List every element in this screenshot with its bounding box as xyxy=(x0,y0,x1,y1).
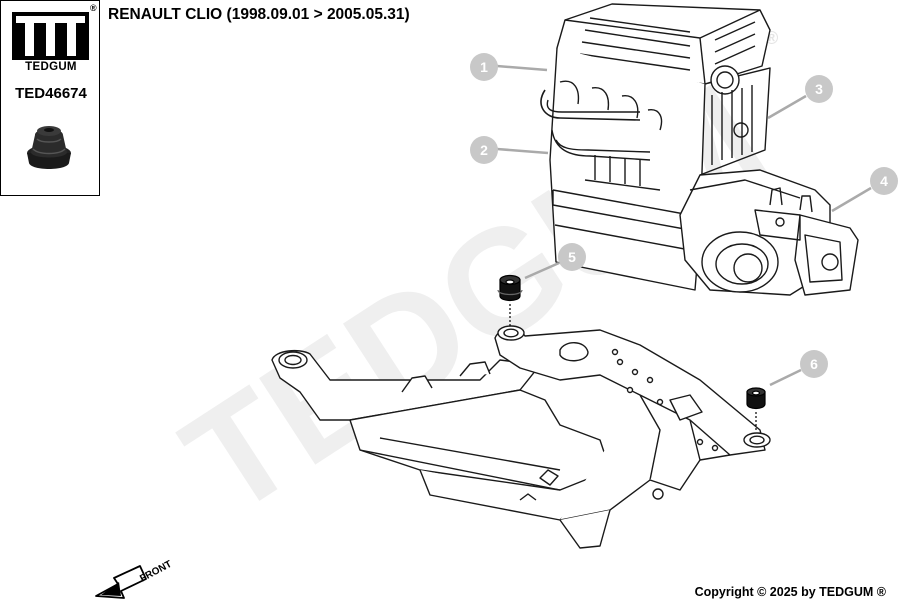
callout-2-number: 2 xyxy=(480,142,488,158)
bushing-5 xyxy=(497,274,523,326)
front-arrow: FRONT xyxy=(95,559,174,599)
callout-5: 5 xyxy=(524,243,586,280)
subframe-illustration xyxy=(271,325,771,549)
callout-2: 2 xyxy=(470,136,549,164)
callout-4-number: 4 xyxy=(880,173,888,189)
copyright-notice: Copyright © 2025 by TEDGUM ® xyxy=(694,585,886,599)
callout-1-number: 1 xyxy=(480,59,488,75)
callout-6-number: 6 xyxy=(810,356,818,372)
callout-3: 3 xyxy=(767,75,833,120)
callout-3-number: 3 xyxy=(815,81,823,97)
callout-4: 4 xyxy=(831,167,898,213)
callout-6: 6 xyxy=(769,350,828,387)
callout-1: 1 xyxy=(470,53,548,81)
tedgum-logo xyxy=(12,12,89,60)
brand-name: TEDGUM xyxy=(25,61,77,73)
part-number: TED46674 xyxy=(15,85,87,102)
engine-illustration xyxy=(540,3,859,296)
bushing-6 xyxy=(746,387,766,432)
brand-registered-mark: ® xyxy=(90,3,97,13)
callout-5-number: 5 xyxy=(568,249,576,265)
vehicle-title: RENAULT CLIO (1998.09.01 > 2005.05.31) xyxy=(108,6,410,23)
rubber-bushing-icon xyxy=(27,126,71,169)
brand-panel: ® TEDGUM TED46674 xyxy=(0,0,100,196)
front-label: FRONT xyxy=(138,559,174,585)
